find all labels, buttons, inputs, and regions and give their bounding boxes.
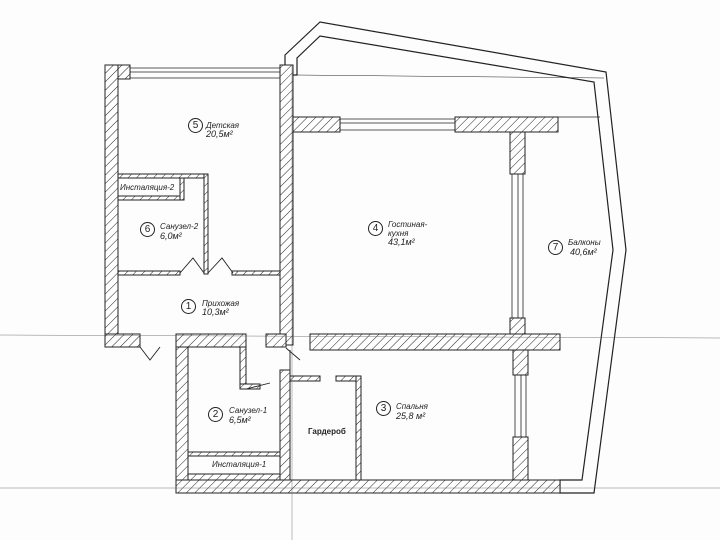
room-number-3: 3	[376, 401, 391, 416]
wardrobe-label: Гардероб	[308, 427, 346, 436]
room-name-1: Прихожая	[202, 299, 240, 308]
room-area-7: 40,6м²	[570, 247, 597, 257]
walls	[104, 64, 561, 494]
room-area-6: 6,0м²	[160, 231, 182, 241]
room-name-2: Санузел-1	[229, 406, 268, 415]
balcony-outline	[284, 21, 627, 494]
doors	[139, 257, 301, 390]
room-name-4-line2: кухня	[388, 229, 409, 238]
room-area-5: 20,5м²	[206, 129, 233, 139]
room-area-2: 6,5м²	[229, 415, 251, 425]
room-number-2: 2	[208, 407, 223, 422]
room-name-3: Спальня	[396, 402, 428, 411]
room-name-6: Санузел-2	[160, 222, 199, 231]
room-number-7: 7	[548, 240, 563, 255]
room-number-5: 5	[188, 118, 203, 133]
room-number-1: 1	[181, 299, 196, 314]
room-name-4-line1: Гостиная-	[388, 220, 428, 229]
installation-1-label: Инсталяция-1	[212, 460, 267, 469]
windows	[130, 67, 527, 437]
room-area-1: 10,3м²	[202, 307, 229, 317]
room-name-7: Балконы	[568, 238, 601, 247]
balcony-inner-line	[296, 74, 605, 79]
installation-2-label: Инсталяция-2	[120, 183, 175, 192]
room-name-5: Детская	[206, 121, 240, 130]
room-number-4: 4	[368, 221, 383, 236]
room-area-3: 25,8 м²	[396, 411, 426, 421]
room-area-4: 43,1м²	[388, 237, 415, 247]
grid-lines	[0, 65, 720, 540]
room-number-6: 6	[140, 222, 155, 237]
